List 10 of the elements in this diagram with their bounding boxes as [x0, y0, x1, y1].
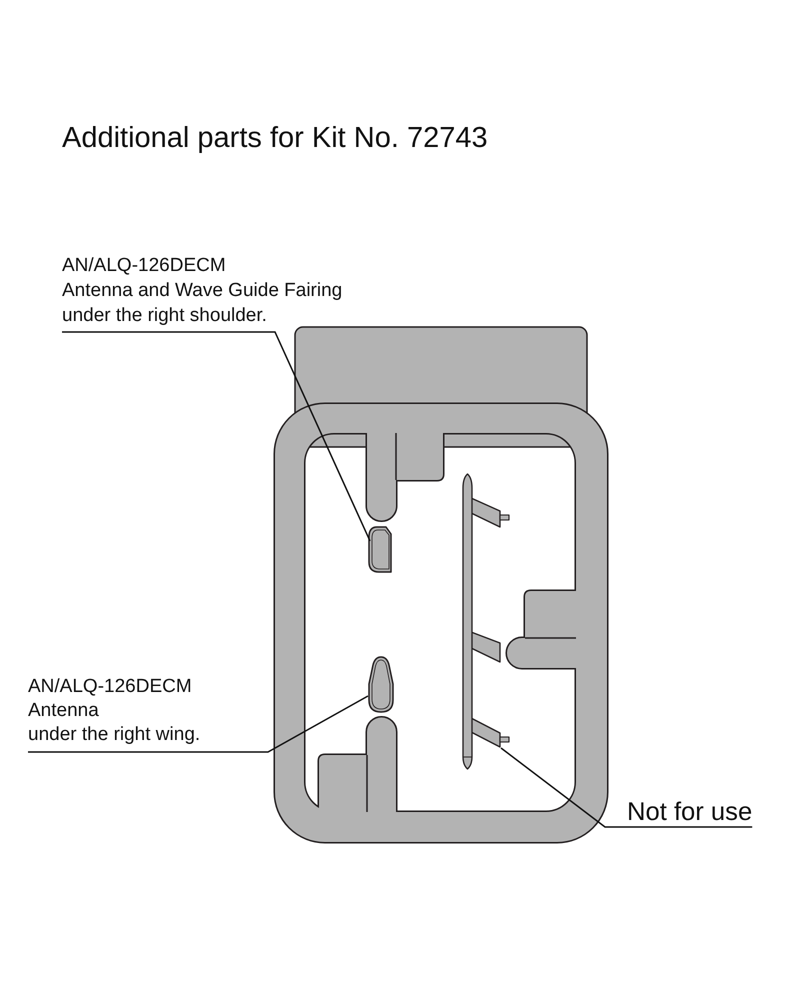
rod-part: [462, 473, 510, 770]
leader-line: [500, 747, 752, 828]
antenna-part: [368, 656, 394, 713]
callout-text: Not for use: [627, 797, 752, 827]
diagram-title: Additional parts for Kit No. 72743: [62, 121, 488, 155]
antenna-part: [368, 526, 392, 573]
leader-line: [62, 331, 371, 542]
callout-text: AN/ALQ-126DECM Antenna and Wave Guide Fairing under the right shoulder.: [62, 253, 342, 332]
callout-text: AN/ALQ-126DECM Antenna under the right wing.: [28, 675, 200, 752]
leader-line: [28, 695, 368, 753]
